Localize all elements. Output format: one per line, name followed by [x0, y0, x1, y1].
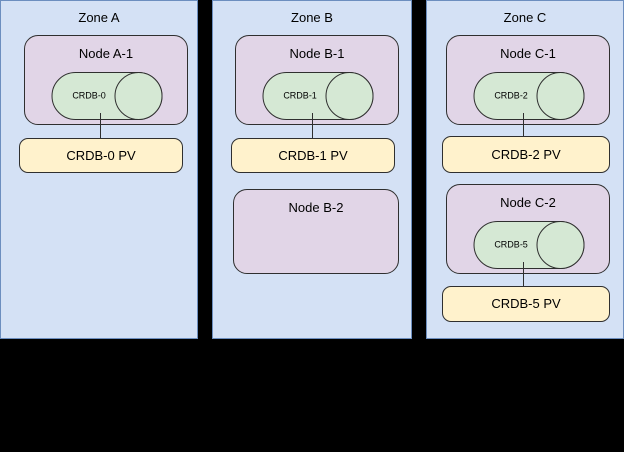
cylinder-shape — [262, 72, 374, 120]
node-c-1: Node C-1 CRDB-2 — [446, 35, 610, 125]
cylinder-shape — [51, 72, 163, 120]
node-c-2-title: Node C-2 — [500, 195, 556, 210]
pv-crdb-5: CRDB-5 PV — [442, 286, 610, 322]
connector-node-c-1-to-pv — [523, 113, 524, 138]
zone-a: Zone A Node A-1 CRDB-0 CRDB-0 PV — [0, 0, 198, 339]
pod-crdb-2-label: CRDB-2 — [494, 90, 528, 101]
pod-crdb-0: CRDB-0 — [51, 72, 163, 120]
pv-crdb-5-label: CRDB-5 PV — [491, 296, 561, 311]
pv-crdb-0-label: CRDB-0 PV — [66, 147, 136, 163]
zone-c: Zone C Node C-1 CRDB-2 CRDB-2 PV Node C-… — [426, 0, 624, 339]
node-a-1-title: Node A-1 — [78, 46, 134, 61]
node-c-1-title: Node C-1 — [500, 46, 556, 61]
connector-node-a-1-to-pv — [100, 113, 101, 141]
node-b-1: Node B-1 CRDB-1 — [235, 35, 399, 125]
pv-crdb-1-label: CRDB-1 PV — [278, 147, 348, 163]
zone-a-title: Zone A — [78, 10, 120, 25]
pod-crdb-1: CRDB-1 — [262, 72, 374, 120]
pv-crdb-1: CRDB-1 PV — [231, 138, 395, 173]
cylinder-shape — [473, 72, 585, 120]
pv-crdb-2: CRDB-2 PV — [442, 136, 610, 173]
pv-crdb-0: CRDB-0 PV — [19, 138, 183, 173]
pod-crdb-1-label: CRDB-1 — [283, 90, 317, 101]
pod-crdb-0-label: CRDB-0 — [72, 90, 106, 101]
node-c-2: Node C-2 CRDB-5 — [446, 184, 610, 274]
node-b-2-title: Node B-2 — [288, 200, 344, 215]
pod-crdb-5-label: CRDB-5 — [494, 239, 528, 250]
node-a-1: Node A-1 CRDB-0 — [24, 35, 188, 125]
connector-node-c-2-to-pv — [523, 262, 524, 286]
pod-crdb-2: CRDB-2 — [473, 72, 585, 120]
pv-crdb-2-label: CRDB-2 PV — [491, 146, 561, 162]
cylinder-shape — [473, 221, 585, 269]
connector-node-b-1-to-pv — [312, 113, 313, 141]
pod-crdb-5: CRDB-5 — [473, 221, 585, 269]
node-b-1-title: Node B-1 — [289, 46, 345, 61]
zone-c-title: Zone C — [503, 10, 547, 25]
zone-b: Zone B Node B-1 CRDB-1 CRDB-1 PV Node B-… — [212, 0, 412, 339]
node-b-2: Node B-2 — [233, 189, 399, 274]
zone-b-title: Zone B — [291, 10, 333, 25]
